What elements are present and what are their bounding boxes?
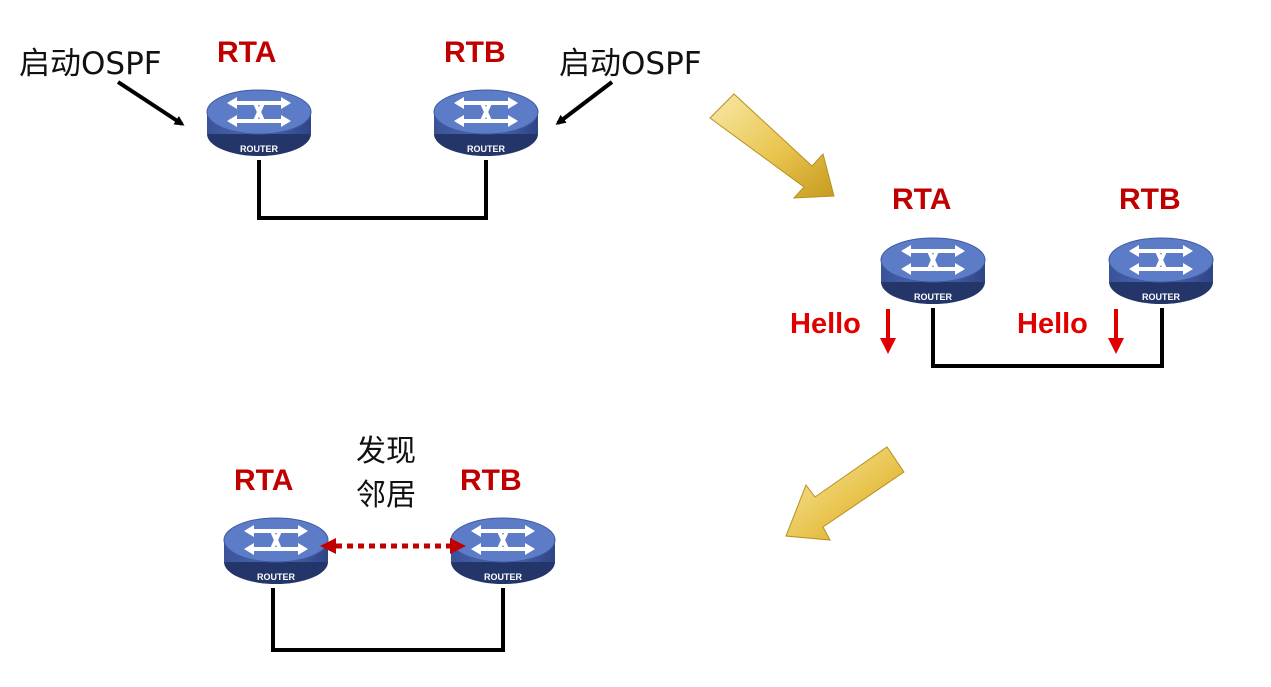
router-label-rtb: RTB: [444, 36, 506, 69]
start-ospf-label: 启动OSPF: [559, 46, 702, 82]
router-label-rtb: RTB: [1119, 183, 1181, 216]
router-icon: ROUTER: [205, 88, 313, 158]
router-icon: ROUTER: [432, 88, 540, 158]
discover-line-1: 发现: [356, 434, 416, 469]
router-caption: ROUTER: [1142, 292, 1181, 302]
transition-arrow: [785, 446, 905, 541]
router-caption: ROUTER: [467, 144, 506, 154]
discover-line-2: 邻居: [356, 478, 416, 513]
link-cable: [931, 308, 1164, 368]
discover-neighbor-label: 发现 邻居: [356, 430, 416, 518]
hello-label: Hello: [1017, 308, 1088, 340]
panel-2: ROUTER ROUTER: [879, 236, 1215, 368]
pointer-arrow: [555, 80, 614, 125]
transition-arrow: [709, 93, 835, 199]
router-label-rtb: RTB: [460, 464, 522, 497]
router-icon: ROUTER: [449, 516, 557, 586]
panel-3: ROUTER ROUTER: [222, 516, 557, 652]
router-icon: ROUTER: [1107, 236, 1215, 306]
router-caption: ROUTER: [257, 572, 296, 582]
link-cable: [257, 160, 488, 220]
pointer-arrow: [116, 80, 185, 126]
router-icon: ROUTER: [879, 236, 987, 306]
hello-down-arrow: [1108, 309, 1124, 354]
panel-1: ROUTER ROUTER: [116, 80, 614, 220]
hello-down-arrow: [880, 309, 896, 354]
router-caption: ROUTER: [484, 572, 523, 582]
hello-label: Hello: [790, 308, 861, 340]
link-cable: [271, 588, 505, 652]
router-label-rta: RTA: [217, 36, 277, 69]
neighbor-dotted-arrow: [320, 538, 466, 554]
router-label-rta: RTA: [892, 183, 952, 216]
start-ospf-label: 启动OSPF: [19, 46, 162, 82]
router-label-rta: RTA: [234, 464, 294, 497]
router-caption: ROUTER: [914, 292, 953, 302]
router-caption: ROUTER: [240, 144, 279, 154]
router-icon: ROUTER: [222, 516, 330, 586]
